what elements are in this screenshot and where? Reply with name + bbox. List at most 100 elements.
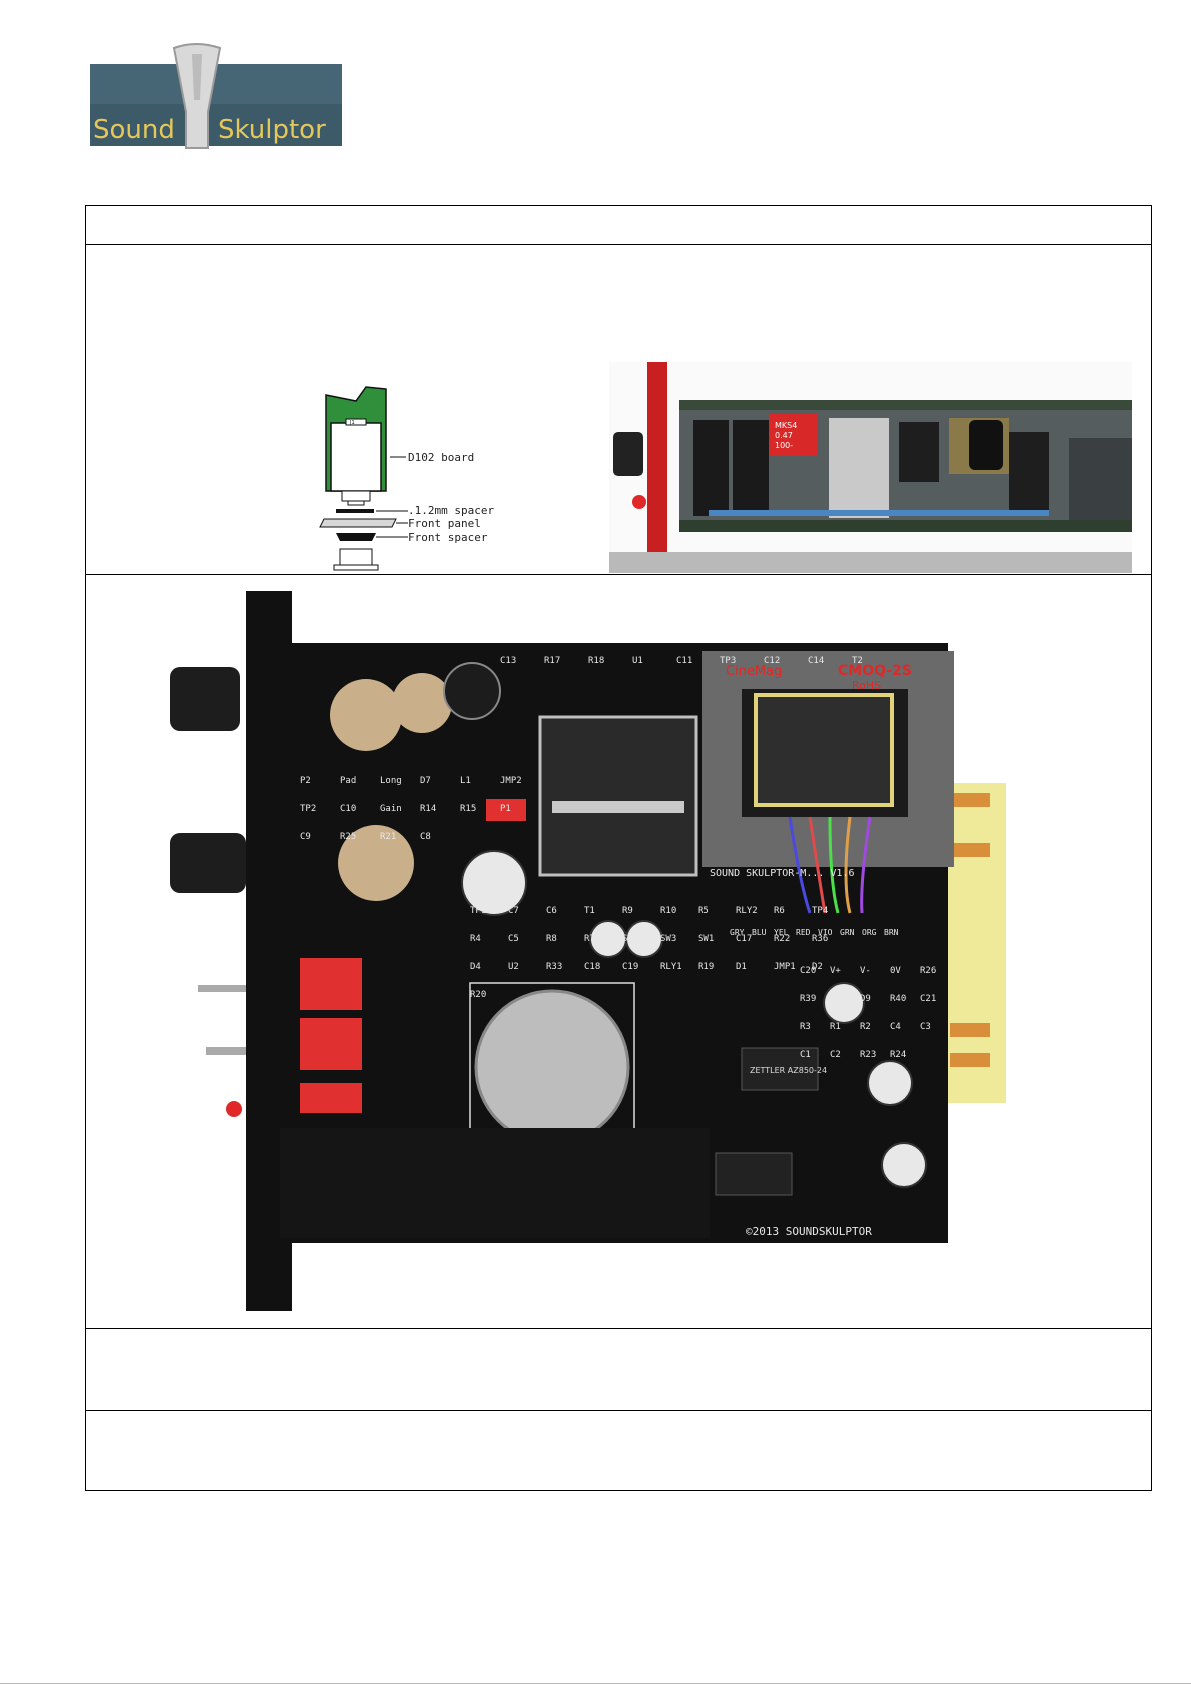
label-d102-board: D102 board (408, 451, 474, 464)
pcb-label-c21: C21 (920, 994, 936, 1004)
pcb-label-c2: C2 (830, 1050, 841, 1060)
pcb-label-tp3: TP3 (720, 656, 736, 666)
pcb-label-c7: C7 (508, 906, 519, 916)
pcb-label-c14: C14 (808, 656, 824, 666)
mounting-diagram: J1 D102 board .1.2mm spacer Front panel … (319, 386, 494, 571)
pcb-label-brn: BRN (884, 928, 899, 937)
pcb-label-0v: 0V (890, 966, 901, 976)
silkscreen-copyright: ©2013 SOUNDSKULPTOR (746, 1225, 872, 1238)
pcb-label-grn: GRN (840, 928, 855, 937)
pcb-label-r25: R25 (340, 832, 356, 842)
pcb-label-gry: GRY (730, 928, 745, 937)
pcb-label-c19: C19 (622, 962, 638, 972)
pcb-label-tp1: TP1 (470, 906, 486, 916)
pcb-label-r18: R18 (588, 656, 604, 666)
pcb-label-r15: R15 (460, 804, 476, 814)
sound-skulptor-logo: Sound Skulptor (90, 43, 342, 149)
pcb-label-t1: T1 (584, 906, 595, 916)
capacitor-text-2: 0.47 (775, 431, 793, 440)
pcb-label-c20: C20 (800, 966, 816, 976)
pcb-label-r26: R26 (920, 966, 936, 976)
transformer-model: CMOQ-2S (838, 663, 912, 679)
pcb-label-tp2: TP2 (300, 804, 316, 814)
pcb-label-d7: D7 (420, 776, 431, 786)
pcb-label-gain: Gain (380, 804, 402, 814)
transformer-brand: CineMag (726, 664, 782, 679)
pcb-label-r20: R20 (470, 990, 486, 1000)
connector-label: J1 (349, 420, 355, 426)
pcb-label-rly2: RLY2 (736, 906, 758, 916)
pcb-label-p2: P2 (300, 776, 311, 786)
pcb-label-d8: D8 (830, 994, 841, 1004)
capacitor-text-3: 100- (775, 441, 793, 450)
pcb-label-u2: U2 (508, 962, 519, 972)
pcb-label-c5: C5 (508, 934, 519, 944)
pcb-label-v-: V- (860, 966, 871, 976)
label-front-spacer: Front spacer (408, 531, 488, 544)
pcb-label-t2: T2 (852, 656, 863, 666)
pcb-label-r1: R1 (830, 1022, 841, 1032)
pcb-label-sw3: SW3 (660, 934, 676, 944)
pcb-label-tp4: TP4 (812, 906, 828, 916)
pcb-label-r9: R9 (622, 906, 633, 916)
pcb-label-c12: C12 (764, 656, 780, 666)
pcb-label-r40: R40 (890, 994, 906, 1004)
pcb-label-c13: C13 (500, 656, 516, 666)
pcb-label-d9: D9 (860, 994, 871, 1004)
pcb-label-c3: C3 (920, 1022, 931, 1032)
pcb-label-r39: R39 (800, 994, 816, 1004)
board-top-photo: CineMag CMOQ-2S RoHS (170, 591, 1006, 1311)
pcb-label-org: ORG (862, 928, 877, 937)
logo-word-skulptor: Skulptor (218, 115, 326, 145)
pcb-label-r4: R4 (470, 934, 481, 944)
table-header-row (86, 206, 1151, 244)
pcb-label-c11: C11 (676, 656, 692, 666)
pcb-label-d2: D2 (812, 962, 823, 972)
pcb-label-c18: C18 (584, 962, 600, 972)
pcb-label-yel: YEL (774, 928, 789, 937)
pcb-label-jmp2: JMP2 (500, 776, 522, 786)
pcb-label-jmp1: JMP1 (774, 962, 796, 972)
table-row-empty-1 (86, 1328, 1151, 1410)
pcb-label-v-: V+ (830, 966, 841, 976)
pcb-label-c10: C10 (340, 804, 356, 814)
pcb-label-r33: R33 (546, 962, 562, 972)
pcb-label-r19: R19 (698, 962, 714, 972)
pcb-label-c1: C1 (800, 1050, 811, 1060)
pcb-label-blu: BLU (752, 928, 767, 937)
table-row-empty-2 (86, 1410, 1151, 1492)
pcb-label-long: Long (380, 776, 402, 786)
pcb-label-r24: R24 (890, 1050, 906, 1060)
pcb-label-u1: U1 (632, 656, 643, 666)
transformer-rohs: RoHS (852, 679, 881, 692)
label-front-panel: Front panel (408, 517, 481, 530)
pcb-label-r5: R5 (698, 906, 709, 916)
document-table: J1 D102 board .1.2mm spacer Front panel … (85, 205, 1152, 1491)
pcb-label-c4: C4 (890, 1022, 901, 1032)
silkscreen-version: SOUND SKULPTOR-M... V1.6 (710, 868, 855, 879)
pcb-label-pad: Pad (340, 776, 356, 786)
pcb-label-sw2: SW2 (622, 934, 638, 944)
pcb-label-r22: R22 (774, 934, 790, 944)
pcb-label-r23: R23 (860, 1050, 876, 1060)
pcb-label-rly1: RLY1 (660, 962, 682, 972)
pcb-label-c8: C8 (420, 832, 431, 842)
pcb-label-p1: P1 (500, 804, 511, 814)
table-row-assembly: J1 D102 board .1.2mm spacer Front panel … (86, 244, 1151, 574)
pcb-label-r10: R10 (660, 906, 676, 916)
pcb-label-r17: R17 (544, 656, 560, 666)
pcb-label-red: RED (796, 928, 811, 937)
relay-text: ZETTLER AZ850-24 (750, 1066, 827, 1075)
pcb-label-r2: R2 (860, 1022, 871, 1032)
pcb-label-r8: R8 (546, 934, 557, 944)
pcb-label-vio: VIO (818, 928, 833, 937)
pcb-label-l1: L1 (460, 776, 471, 786)
label-spacer: .1.2mm spacer (408, 504, 494, 517)
pcb-label-r21: R21 (380, 832, 396, 842)
capacitor-text-1: MKS4 (775, 421, 797, 430)
pcb-label-r36: R36 (812, 934, 828, 944)
pcb-label-sw1: SW1 (698, 934, 714, 944)
page-footer-line (0, 1683, 1191, 1684)
pcb-label-c9: C9 (300, 832, 311, 842)
pcb-label-r6: R6 (774, 906, 785, 916)
